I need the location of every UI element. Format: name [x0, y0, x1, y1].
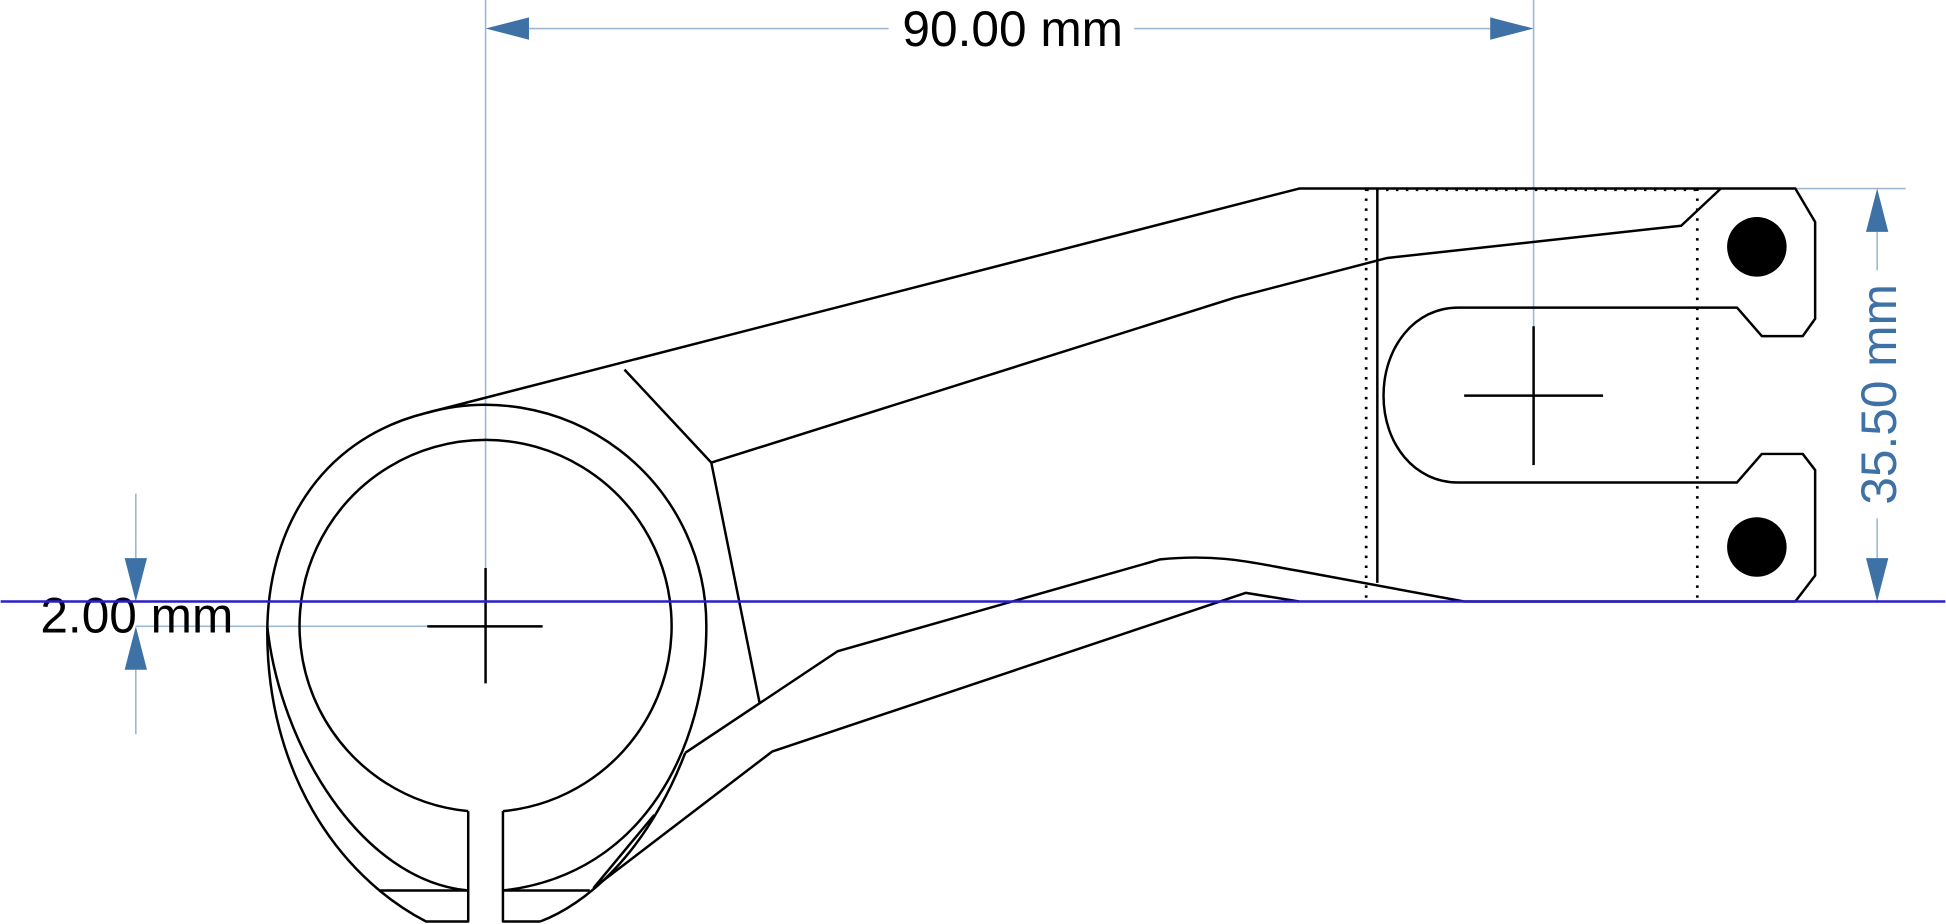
offset-label: 2.00 mm — [40, 588, 233, 644]
offset-dimension: 2.00 mm — [40, 493, 233, 735]
extension-lines — [135, 0, 1906, 628]
arrow-right-icon — [1490, 17, 1534, 40]
arrow-down-icon — [124, 558, 147, 602]
length-dimension: 90.00 mm — [485, 1, 1534, 57]
center-mark — [1464, 326, 1604, 466]
stack-height-label: 35.50 mm — [1851, 284, 1907, 505]
arrow-left-icon — [485, 17, 529, 40]
arrow-down-icon — [1865, 558, 1889, 602]
stem-outline — [266, 187, 1817, 923]
bolt-hole — [1727, 217, 1787, 277]
arrow-up-icon — [1865, 188, 1889, 232]
length-dimension-label: 90.00 mm — [902, 1, 1123, 57]
stack-height-dimension: 35.50 mm — [1851, 188, 1907, 602]
arrow-up-icon — [124, 626, 147, 670]
bolt-hole — [1727, 517, 1787, 577]
center-mark — [427, 568, 543, 684]
